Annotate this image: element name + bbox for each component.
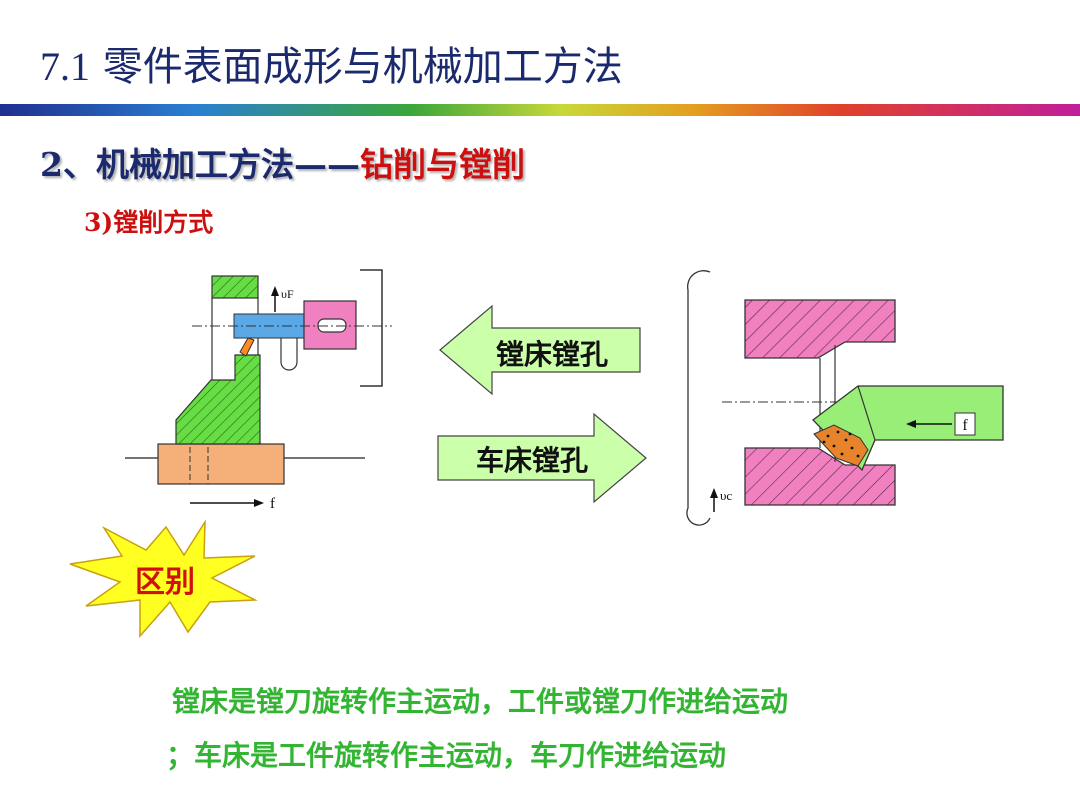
workpiece-bottom — [744, 447, 896, 506]
arrow-lathe-label: 车床镗孔 — [476, 444, 588, 477]
feed-label-right: f — [962, 417, 968, 434]
lathe-figure: f υc — [686, 270, 1004, 526]
section-heading-main: 2、机械加工方法—— — [40, 145, 360, 184]
conclusion-line-1: 镗床是镗刀旋转作主运动，工件或镗刀作进给运动 — [172, 685, 789, 718]
machine-table — [157, 443, 285, 485]
difference-burst: 区别 — [69, 519, 258, 638]
title-number: 7.1 — [40, 44, 90, 89]
burst-label: 区别 — [135, 565, 195, 600]
title-gradient-rule — [0, 104, 1080, 116]
section-heading-topic: 钻削与镗削 — [359, 145, 525, 184]
workpiece-top — [744, 299, 896, 359]
boring-cutter — [239, 337, 255, 357]
title-text: 零件表面成形与机械加工方法 — [102, 44, 623, 90]
arrow-boring-machine: 镗床镗孔 — [439, 304, 641, 396]
slide-title: 7.1 零件表面成形与机械加工方法 — [40, 34, 623, 92]
arrow-boring-machine-label: 镗床镗孔 — [496, 338, 608, 371]
boring-machine-figure: υF f — [125, 269, 392, 512]
workpiece-upper — [211, 275, 259, 299]
workpiece-lower — [175, 354, 261, 445]
cut-speed-label: υc — [720, 488, 732, 503]
conclusion-line-2: ；车床是工件旋转作主运动，车刀作进给运动 — [166, 739, 727, 772]
section-heading: 2、机械加工方法——钻削与镗削 — [40, 138, 525, 186]
feed-up-label: υF — [281, 287, 294, 301]
subheading: 3)镗削方式 — [84, 208, 214, 237]
feed-label-left: f — [270, 496, 275, 512]
arrow-lathe: 车床镗孔 — [437, 412, 647, 504]
